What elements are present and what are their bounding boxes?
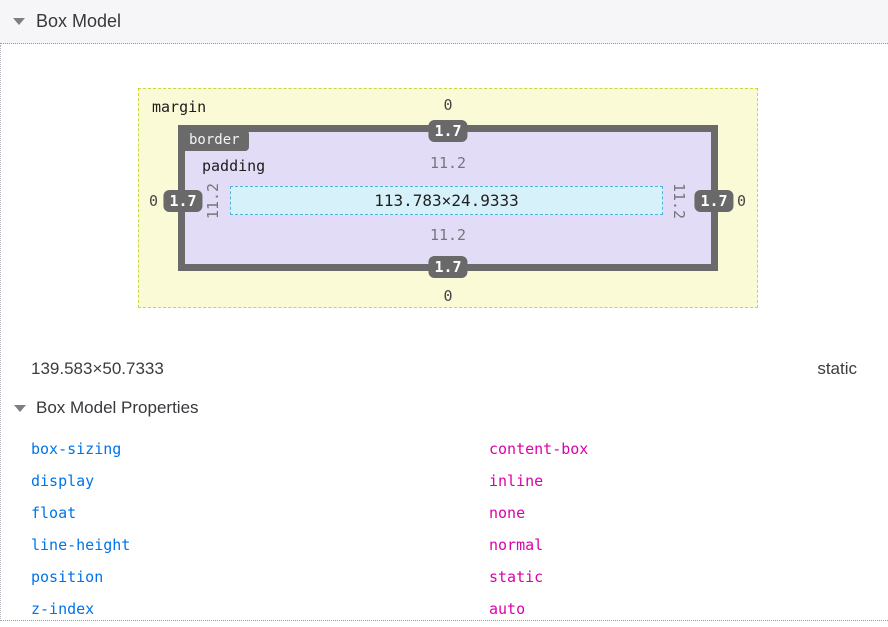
collapse-arrow-icon[interactable] <box>13 18 25 25</box>
border-bottom-value[interactable]: 1.7 <box>428 256 468 278</box>
padding-bottom-value[interactable]: 11.2 <box>429 226 467 244</box>
property-value: auto <box>489 600 526 618</box>
property-row: line-height normal <box>1 529 888 561</box>
element-position-value: static <box>817 359 857 378</box>
padding-left-value[interactable]: 11.2 <box>204 182 222 220</box>
element-dimensions: 139.583×50.7333 <box>31 359 164 378</box>
padding-label: padding <box>202 157 266 175</box>
properties-list: box-sizing content-box display inline fl… <box>1 433 888 625</box>
property-name: box-sizing <box>31 440 122 458</box>
margin-label: margin <box>152 98 207 116</box>
box-model-header[interactable]: Box Model <box>0 0 888 44</box>
property-row: box-sizing content-box <box>1 433 888 465</box>
property-value: static <box>489 568 544 586</box>
content-size-value[interactable]: 113.783×24.9333 <box>374 191 519 210</box>
property-row: position static <box>1 561 888 593</box>
property-value: content-box <box>489 440 589 458</box>
box-model-properties-title: Box Model Properties <box>36 398 199 417</box>
property-name: float <box>31 504 77 522</box>
box-model-title: Box Model <box>36 11 122 31</box>
property-name: display <box>31 472 95 490</box>
collapse-arrow-icon[interactable] <box>14 404 26 412</box>
border-label: border <box>180 130 249 151</box>
property-name: line-height <box>31 536 131 554</box>
margin-right-value[interactable]: 0 <box>737 192 747 210</box>
padding-top-value[interactable]: 11.2 <box>429 154 467 172</box>
property-row: z-index auto <box>1 593 888 625</box>
property-value: normal <box>489 536 544 554</box>
margin-top-value[interactable]: 0 <box>443 96 453 114</box>
box-model-diagram: margin border padding 113.783×24.9333 0 … <box>138 88 758 308</box>
property-name: z-index <box>31 600 95 618</box>
padding-right-value[interactable]: 11.2 <box>670 182 688 220</box>
box-model-content: margin border padding 113.783×24.9333 0 … <box>0 45 888 621</box>
margin-left-value[interactable]: 0 <box>149 192 159 210</box>
property-row: display inline <box>1 465 888 497</box>
box-model-properties-header[interactable]: Box Model Properties <box>14 398 199 418</box>
property-value: none <box>489 504 526 522</box>
border-top-value[interactable]: 1.7 <box>428 120 468 142</box>
border-right-value[interactable]: 1.7 <box>694 190 734 212</box>
border-left-value[interactable]: 1.7 <box>163 190 203 212</box>
margin-bottom-value[interactable]: 0 <box>443 287 453 305</box>
property-value: inline <box>489 472 544 490</box>
property-row: float none <box>1 497 888 529</box>
content-layer[interactable]: 113.783×24.9333 <box>230 186 663 215</box>
property-name: position <box>31 568 104 586</box>
